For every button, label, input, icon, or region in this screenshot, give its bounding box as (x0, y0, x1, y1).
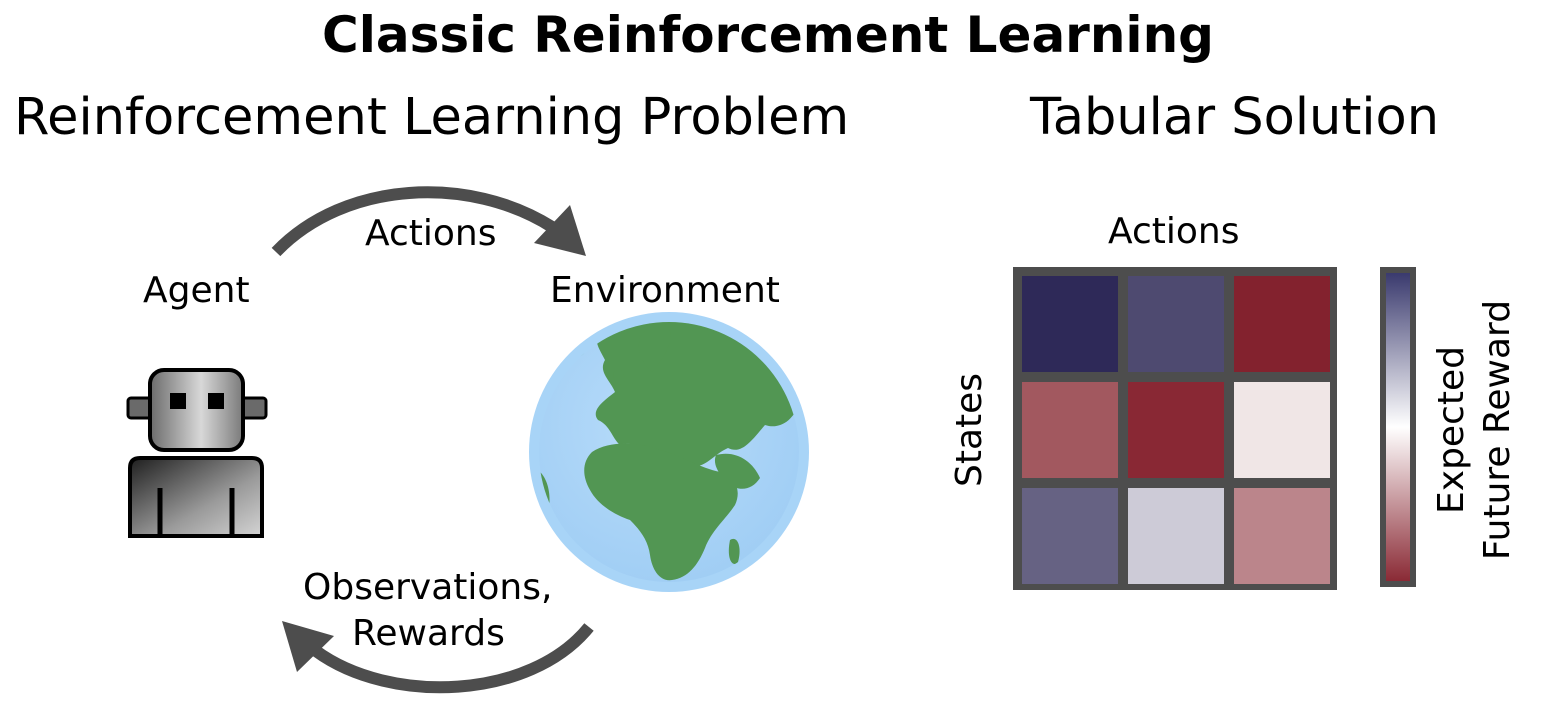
actions-arrow (271, 186, 586, 257)
q-cell-0-0 (1022, 276, 1118, 372)
rewards-label: Rewards (352, 613, 505, 654)
agent-label: Agent (143, 270, 250, 311)
colorbar-label-line2: Future Reward (1477, 299, 1518, 561)
q-cell-1-2 (1234, 382, 1330, 478)
q-cell-2-0 (1022, 488, 1118, 584)
observations-label: Observations, (303, 567, 553, 608)
colorbar (1380, 267, 1416, 587)
actions-label: Actions (365, 213, 497, 254)
earth-globe-icon (529, 312, 809, 592)
q-table-cells (1022, 276, 1330, 584)
table-row-label: States (949, 372, 990, 488)
q-cell-1-0 (1022, 382, 1118, 478)
observations-rewards-arrow (282, 621, 594, 694)
q-cell-0-1 (1128, 276, 1224, 372)
robot-icon (126, 368, 268, 538)
rl-problem-title: Reinforcement Learning Problem (14, 88, 850, 147)
table-column-label: Actions (1108, 211, 1240, 252)
environment-label: Environment (550, 270, 780, 311)
q-cell-0-2 (1234, 276, 1330, 372)
q-cell-2-2 (1234, 488, 1330, 584)
q-cell-2-1 (1128, 488, 1224, 584)
tabular-solution-title: Tabular Solution (1030, 88, 1440, 147)
main-title: Classic Reinforcement Learning (322, 6, 1214, 64)
q-cell-1-1 (1128, 382, 1224, 478)
q-table (1013, 267, 1337, 590)
colorbar-label-line1: Expected (1431, 346, 1472, 514)
